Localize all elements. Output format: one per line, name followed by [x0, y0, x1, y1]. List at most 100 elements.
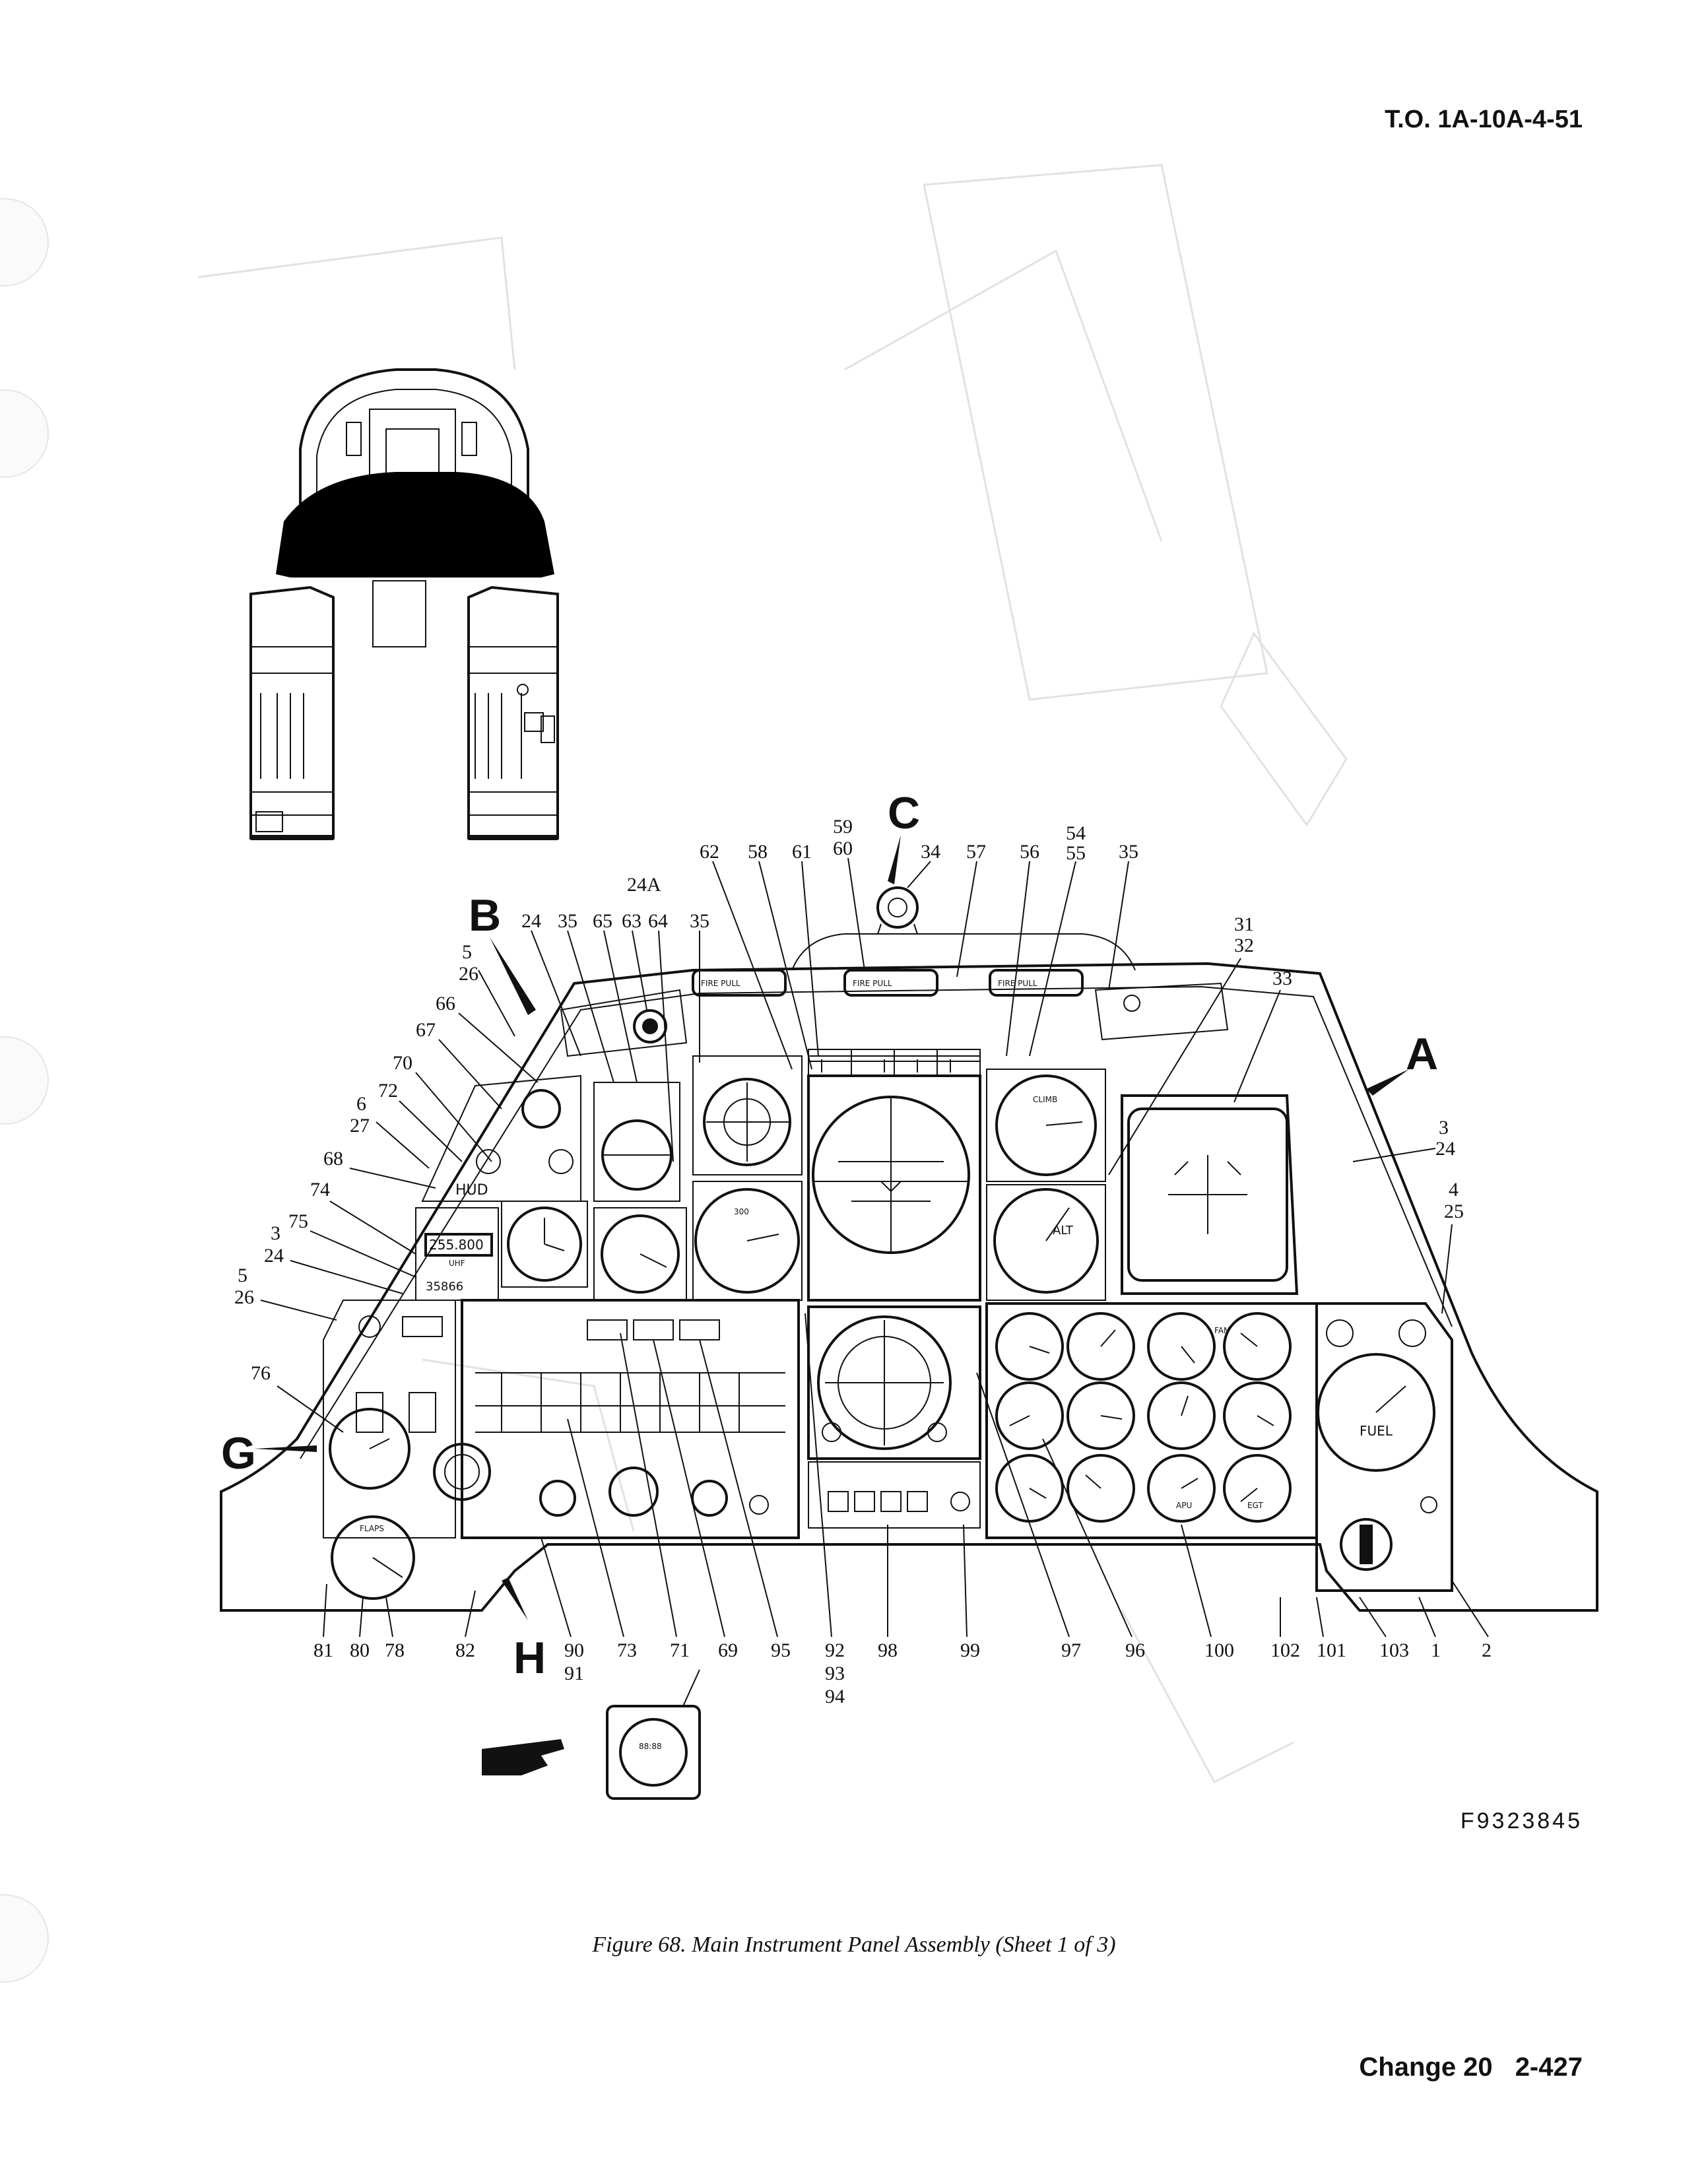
- callouts-bottom: 81 80 78 82 90 91 73 71 69 95 92 93 94 9…: [313, 1313, 1492, 1707]
- callout-57: 57: [966, 841, 986, 863]
- callout-34: 34: [921, 841, 940, 863]
- nav-mode-knob[interactable]: [950, 1492, 970, 1511]
- callout-4: 4: [1449, 1179, 1459, 1201]
- annunciator-strip: [808, 1049, 981, 1076]
- interval-knob[interactable]: [691, 1480, 728, 1517]
- callout-58: 58: [748, 841, 768, 863]
- airspeed-indicator: 300: [692, 1181, 803, 1301]
- callout-54: 54: [1066, 822, 1086, 844]
- callouts-left: 5 26 66 67 70 6 27 72 68 74 75 3 24 5 26…: [234, 941, 539, 1433]
- accelerometer: [593, 1207, 687, 1301]
- detail-g-arrow: G: [221, 1428, 317, 1478]
- fire-handle-left[interactable]: FIRE PULL: [692, 969, 787, 997]
- armament-switch[interactable]: [587, 1319, 628, 1340]
- callout-63: 63: [622, 910, 641, 932]
- main-panel-outline: [220, 886, 1598, 1612]
- fire-handle-right[interactable]: FIRE PULL: [989, 969, 1084, 997]
- fan-label: FAN: [1214, 1326, 1230, 1335]
- callout-60: 60: [833, 838, 853, 859]
- detail-b-arrow: B: [469, 890, 536, 1015]
- fire-extinguisher-panel: [1094, 982, 1229, 1041]
- armament-switch[interactable]: [679, 1319, 720, 1340]
- callout-72: 72: [378, 1080, 398, 1102]
- arm-mode-knob[interactable]: [608, 1467, 659, 1517]
- hud-test-knob[interactable]: [548, 1149, 574, 1174]
- callout-80: 80: [350, 1639, 370, 1661]
- callout-35: 35: [690, 910, 709, 932]
- uhf-display: 255.800 UHF 35866: [415, 1207, 499, 1301]
- callout-61: 61: [792, 841, 812, 863]
- callout-24: 24: [264, 1245, 284, 1267]
- callout-67: 67: [416, 1019, 436, 1041]
- svg-text:88:88: 88:88: [639, 1742, 662, 1751]
- fire-handle-center[interactable]: FIRE PULL: [843, 969, 938, 997]
- callout-26: 26: [234, 1286, 254, 1308]
- landing-gear-handle[interactable]: [433, 1443, 491, 1501]
- armament-switch[interactable]: [633, 1319, 674, 1340]
- figure-caption: Figure 68. Main Instrument Panel Assembl…: [592, 1932, 1116, 1957]
- clock-detail-inset: 88:88: [606, 1669, 701, 1800]
- callout-68: 68: [323, 1148, 343, 1170]
- callout-78: 78: [385, 1639, 405, 1661]
- hud-brightness-knob[interactable]: [476, 1149, 501, 1174]
- fuel-test-button[interactable]: [1420, 1496, 1437, 1513]
- hud-mode-knob[interactable]: [521, 1089, 561, 1129]
- hsi-course-knob[interactable]: [927, 1422, 947, 1442]
- callout-101: 101: [1317, 1639, 1346, 1661]
- bleed-through-ghost: [197, 164, 1348, 1783]
- clock: [501, 1201, 588, 1288]
- nav-mode-button[interactable]: [828, 1491, 849, 1512]
- uhf-frequency: 255.800: [429, 1237, 484, 1253]
- callouts-right: 31 32 33 3 24 4 25: [1108, 913, 1464, 1314]
- callout-1: 1: [1431, 1639, 1441, 1661]
- station-select-knob[interactable]: [633, 1009, 667, 1043]
- detail-letter-g: G: [221, 1428, 256, 1478]
- svg-text:300: 300: [734, 1207, 749, 1216]
- bomb-fuzing-knob[interactable]: [539, 1480, 576, 1517]
- callout-62: 62: [700, 841, 719, 863]
- standby-attitude: [593, 1082, 680, 1202]
- fire-ext-switch-icon[interactable]: [1123, 995, 1140, 1012]
- callout-5: 5: [462, 941, 472, 963]
- aoa-indicator: [692, 1055, 803, 1175]
- nav-mode-button[interactable]: [880, 1491, 902, 1512]
- pointing-hand-icon: [482, 1739, 564, 1775]
- callout-70: 70: [393, 1052, 412, 1074]
- callout-94: 94: [825, 1686, 845, 1707]
- hud-label: HUD: [455, 1182, 488, 1199]
- uhf-label: UHF: [449, 1259, 465, 1268]
- detail-letter-b: B: [469, 890, 501, 941]
- fire-handle-left-label: FIRE PULL: [701, 979, 740, 988]
- callout-55: 55: [1066, 842, 1086, 864]
- callout-82: 82: [455, 1639, 475, 1661]
- callout-93: 93: [825, 1663, 845, 1684]
- altimeter: ALT: [986, 1184, 1106, 1301]
- detail-letter-a: A: [1406, 1029, 1438, 1079]
- nav-mode-button[interactable]: [854, 1491, 875, 1512]
- brake-pressure-gauge: [329, 1408, 411, 1490]
- callout-3: 3: [1439, 1117, 1449, 1139]
- fire-handle-center-label: FIRE PULL: [853, 979, 892, 988]
- callout-75: 75: [288, 1210, 308, 1232]
- callout-102: 102: [1270, 1639, 1300, 1661]
- callout-66: 66: [436, 993, 455, 1014]
- callout-24: 24: [521, 910, 541, 932]
- late-test-button[interactable]: [749, 1495, 769, 1515]
- nav-mode-button[interactable]: [907, 1491, 928, 1512]
- callout-6: 6: [356, 1093, 366, 1115]
- callout-64: 64: [648, 910, 668, 932]
- callout-92: 92: [825, 1639, 845, 1661]
- callout-26: 26: [459, 963, 478, 985]
- callout-3: 3: [271, 1222, 280, 1244]
- fuel-display-select-knob[interactable]: [1340, 1518, 1393, 1571]
- detail-c-arrow: C: [888, 788, 920, 884]
- hud-control-panel: HUD: [421, 1074, 581, 1202]
- detail-h-arrow: H: [502, 1577, 546, 1683]
- callout-33: 33: [1272, 968, 1292, 989]
- callout-71: 71: [670, 1639, 690, 1661]
- callout-73: 73: [617, 1639, 637, 1661]
- hsi-heading-knob[interactable]: [822, 1422, 841, 1442]
- nav-mode-select-panel: [808, 1461, 981, 1529]
- climb-label: CLIMB: [1033, 1095, 1057, 1104]
